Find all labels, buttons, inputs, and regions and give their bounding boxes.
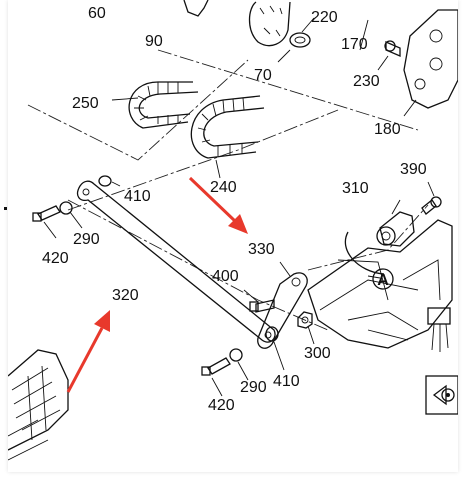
leader-A bbox=[367, 275, 381, 279]
bracket-180 bbox=[384, 9, 458, 109]
label-410-bottom: 410 bbox=[273, 373, 300, 390]
washer-410-top bbox=[98, 175, 112, 187]
callout-A-label: A bbox=[377, 272, 389, 289]
label-90: 90 bbox=[145, 33, 163, 50]
leader-170 bbox=[359, 19, 369, 51]
parts-diagram-frame: A 60 90 220 170 70 230 250 180 240 410 3… bbox=[8, 0, 458, 472]
label-420-left: 420 bbox=[42, 250, 69, 267]
bolt-420-bottom bbox=[201, 357, 231, 376]
bolt-420-left bbox=[32, 205, 61, 222]
washer-290-left bbox=[59, 201, 73, 215]
label-410-top: 410 bbox=[124, 188, 151, 205]
label-420-bottom: 420 bbox=[208, 397, 235, 414]
centerline-bracket bbox=[67, 109, 339, 211]
leader-70 bbox=[277, 49, 291, 63]
label-330: 330 bbox=[248, 241, 275, 258]
leader-300 bbox=[307, 325, 315, 345]
label-320: 320 bbox=[112, 287, 139, 304]
leader-220 bbox=[301, 17, 315, 33]
label-310: 310 bbox=[342, 180, 369, 197]
exploded-parts-diagram: A 60 90 220 170 70 230 250 180 240 410 3… bbox=[8, 0, 458, 461]
chain-240 bbox=[190, 95, 265, 159]
label-300: 300 bbox=[304, 345, 331, 362]
label-60: 60 bbox=[88, 5, 106, 22]
label-250: 250 bbox=[72, 95, 99, 112]
label-400: 400 bbox=[212, 268, 239, 285]
label-390: 390 bbox=[400, 161, 427, 178]
sensor-310 bbox=[344, 211, 415, 275]
machine-detail-lower-left bbox=[8, 349, 69, 461]
leader-330 bbox=[279, 261, 291, 277]
leader-180 bbox=[403, 99, 417, 117]
label-230: 230 bbox=[353, 73, 380, 90]
red-arrow-lower bbox=[66, 310, 110, 393]
frame-assembly bbox=[307, 219, 453, 349]
washer-290-bottom bbox=[229, 348, 243, 362]
leader-410-bottom bbox=[273, 341, 285, 371]
label-70: 70 bbox=[254, 67, 272, 84]
leader-310 bbox=[391, 199, 401, 215]
leader-400 bbox=[243, 289, 259, 303]
left-edge-marker bbox=[4, 207, 7, 210]
centerline-top bbox=[157, 49, 419, 131]
sprocket-220 bbox=[183, 0, 311, 48]
leader-420-left bbox=[43, 221, 57, 239]
screw-390 bbox=[421, 196, 442, 215]
leader-390 bbox=[427, 181, 435, 197]
nut-300 bbox=[297, 311, 313, 329]
centerline-chain bbox=[27, 59, 249, 161]
leader-230 bbox=[377, 55, 389, 71]
label-290-left: 290 bbox=[73, 231, 100, 248]
label-240: 240 bbox=[210, 179, 237, 196]
chain-250 bbox=[128, 81, 199, 129]
leader-290-left bbox=[69, 211, 83, 229]
bolt-400 bbox=[249, 299, 275, 313]
plate-330 bbox=[257, 272, 308, 349]
leader-410-top bbox=[111, 181, 121, 187]
view-indicator bbox=[425, 375, 458, 415]
leader-250 bbox=[111, 97, 139, 101]
label-180: 180 bbox=[374, 121, 401, 138]
red-arrow-upper bbox=[188, 176, 248, 234]
link-320 bbox=[76, 180, 276, 343]
leader-420-bottom bbox=[211, 377, 223, 397]
label-290-bottom: 290 bbox=[240, 379, 267, 396]
callout-circle-A bbox=[372, 268, 394, 290]
leader-240 bbox=[215, 159, 221, 179]
label-220: 220 bbox=[311, 9, 338, 26]
wire-connector bbox=[427, 307, 451, 352]
centerline-left bbox=[67, 199, 329, 331]
label-170: 170 bbox=[341, 36, 368, 53]
leader-290-bottom bbox=[237, 361, 249, 381]
